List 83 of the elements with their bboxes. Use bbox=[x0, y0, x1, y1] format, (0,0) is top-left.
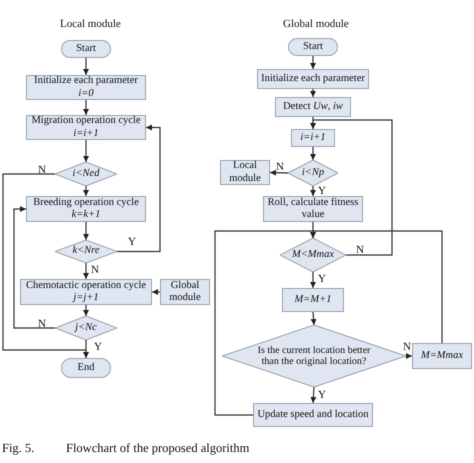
node-text: Initialize each parameter bbox=[34, 75, 138, 88]
arrow bbox=[152, 289, 160, 295]
node-text: Chemotactic operation cycle bbox=[26, 280, 146, 292]
process-box bbox=[253, 403, 373, 427]
arrow bbox=[83, 340, 89, 358]
terminal-box bbox=[288, 38, 338, 56]
arrow bbox=[310, 147, 316, 160]
node-text: Start bbox=[76, 42, 96, 56]
decision-diamond bbox=[55, 316, 117, 340]
edge-label: Y bbox=[318, 389, 326, 401]
node-text: Migration operation cycle bbox=[31, 115, 141, 128]
node-text: j<Nc bbox=[75, 322, 97, 334]
arrow bbox=[214, 230, 316, 416]
arrow bbox=[406, 353, 412, 359]
arrow bbox=[83, 140, 89, 162]
arrow bbox=[270, 170, 288, 176]
process-box bbox=[282, 288, 344, 312]
terminal-box bbox=[61, 358, 111, 378]
decision-diamond bbox=[288, 160, 338, 186]
process-box bbox=[20, 279, 152, 305]
decision-diamond bbox=[55, 162, 117, 186]
arrow bbox=[310, 312, 317, 326]
node-text: i=i+1 bbox=[300, 132, 326, 144]
column-heading: Global module bbox=[283, 18, 349, 30]
arrow bbox=[83, 263, 89, 279]
edge-label: N bbox=[276, 161, 284, 173]
edge-label: N bbox=[38, 164, 46, 176]
arrow bbox=[83, 58, 89, 75]
node-text: M=M+1 bbox=[294, 294, 332, 306]
node-text: End bbox=[78, 362, 94, 374]
edge-label: Y bbox=[318, 273, 326, 285]
figure-number: Fig. 5. bbox=[2, 441, 34, 456]
decision-diamond bbox=[55, 240, 117, 263]
arrow bbox=[310, 272, 316, 288]
node-text: Start bbox=[303, 40, 323, 54]
column-heading: Local module bbox=[60, 18, 121, 30]
arrow bbox=[117, 124, 161, 252]
edge-label: Y bbox=[128, 236, 136, 248]
arrow bbox=[83, 100, 89, 115]
terminal-box bbox=[61, 40, 111, 58]
decision-diamond bbox=[280, 238, 346, 272]
process-box bbox=[275, 97, 351, 117]
arrow bbox=[83, 305, 89, 316]
node-text: Global module bbox=[168, 280, 202, 304]
edge-label: Y bbox=[318, 185, 326, 197]
process-box bbox=[26, 75, 146, 100]
edge-label: N bbox=[38, 318, 46, 330]
arrow bbox=[310, 89, 316, 97]
node-text: Roll, calculate fitness value bbox=[266, 196, 360, 222]
node-text: k=k+1 bbox=[72, 209, 100, 222]
process-box bbox=[160, 279, 210, 305]
node-text: i<Np bbox=[302, 166, 324, 180]
process-box bbox=[26, 115, 146, 140]
process-box bbox=[257, 69, 369, 89]
figure-caption: Flowchart of the proposed algorithm bbox=[66, 441, 250, 456]
process-box bbox=[291, 129, 335, 147]
node-text: i=0 bbox=[78, 88, 94, 100]
arrow bbox=[310, 56, 316, 69]
node-text: Update speed and location bbox=[257, 408, 369, 422]
arrow bbox=[310, 119, 393, 256]
node-text: Is the current location better than the original location? bbox=[256, 344, 372, 368]
edge-label: Y bbox=[94, 341, 102, 353]
edge-label: N bbox=[356, 244, 364, 256]
process-box bbox=[412, 343, 472, 369]
node-text: Initialize each parameter bbox=[261, 72, 365, 86]
arrow bbox=[310, 186, 316, 196]
node-text: M=Mmax bbox=[420, 350, 464, 362]
node-text: M<Mmax bbox=[292, 248, 334, 262]
node-text: Local module bbox=[228, 160, 262, 185]
arrow bbox=[13, 206, 55, 329]
node-text: i=i+1 bbox=[73, 128, 99, 140]
node-text: j=j+1 bbox=[73, 292, 99, 304]
arrow bbox=[310, 386, 316, 404]
node-text: Breeding operation cycle bbox=[33, 196, 139, 209]
process-box bbox=[220, 160, 270, 185]
node-text: i<Ned bbox=[72, 168, 100, 180]
arrow bbox=[83, 222, 89, 240]
arrow bbox=[83, 186, 89, 196]
node-text: Detect Uw, iw bbox=[283, 100, 343, 114]
edge-label: N bbox=[403, 341, 411, 353]
node-text: k<Nre bbox=[72, 245, 100, 258]
process-box bbox=[26, 196, 146, 222]
edge-label: N bbox=[91, 264, 99, 276]
